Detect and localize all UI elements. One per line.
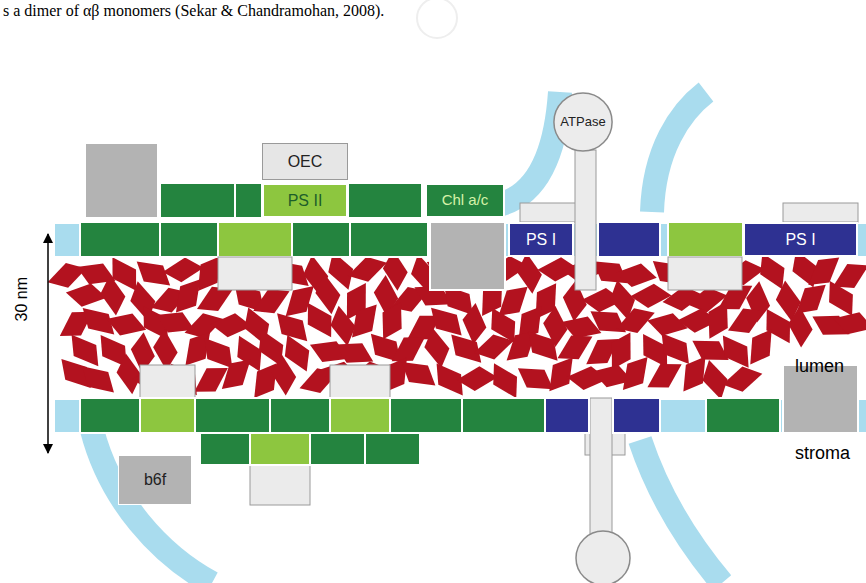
protein-particle [833,312,866,334]
protein-particle [647,312,688,336]
region-label: stroma [795,443,850,463]
protein-particle [377,299,407,343]
protein-particle [65,282,107,309]
protein-particle [704,298,733,341]
protein-particle [615,262,657,289]
node-label: b6f [144,471,166,489]
bottom-membrane-proteins [140,365,630,583]
circle-outline [554,93,612,151]
caption-text: s a dimer of αβ monomers (Sekar & Chandr… [3,2,384,20]
dimension-label: 30 nm [13,277,30,321]
region-label: lumen [795,356,844,376]
protein-particle [455,362,500,395]
node-label: ATPase [560,115,605,129]
protein-particle [267,353,301,398]
protein-particle [745,324,778,369]
top-membrane [80,143,743,257]
protein-particle [520,326,566,365]
region-label: stroma [795,443,850,464]
protein-particle [396,356,441,391]
protein-particle [106,313,146,336]
protein-particle [617,351,653,396]
node-label: PS I [526,231,556,249]
node-label: Chl a/c [442,192,489,209]
caption-text: s a dimer of αβ monomers (Sekar & Chandr… [3,2,384,19]
node-label: PS I [785,231,815,249]
protein-particle [75,361,121,398]
protein-particle [629,280,673,312]
photosystem-box: PS I [743,222,858,257]
protein-particle [483,359,527,402]
antenna-box: Chl a/c [425,183,505,218]
complex-box: OEC [262,143,348,180]
node-label: OEC [288,153,323,171]
protein-particle [170,273,205,318]
bottom-membrane [80,365,858,465]
photosystem-box: PS I [508,222,574,257]
protein-particle [784,305,816,350]
protein-particle [643,354,686,398]
dimension-arrow [47,234,49,453]
node-label: PS II [288,192,323,210]
atpase-circle: ATPase [553,92,613,152]
protein-particle [720,360,766,399]
dimension-label: 30 nm [13,269,31,329]
protein-particle [471,327,517,366]
photosystem-box: PS II [262,183,348,218]
watermark-logo [417,0,457,38]
protein-particle [95,272,131,317]
region-label: lumen [795,356,844,377]
membrane-curves [92,92,722,583]
protein-particle [217,351,256,397]
complex-box: b6f [118,455,192,505]
